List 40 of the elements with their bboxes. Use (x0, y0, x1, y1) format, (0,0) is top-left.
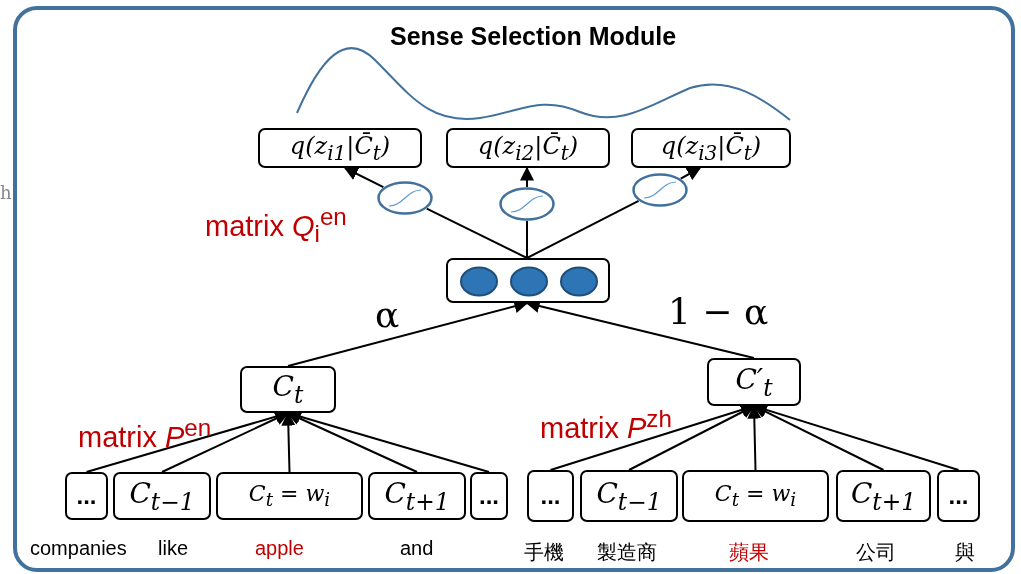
matrix-label: matrix P$^{zh}$ (540, 405, 672, 445)
probability-box: q(z$_{i2}$|C̄$_{t}$) (446, 128, 610, 168)
word-box: C$_{t+1}$ (836, 470, 931, 522)
word-box: C$_{t}$ = w$_{i}$ (216, 472, 363, 520)
context-box: C′$_{t}$ (707, 358, 801, 406)
title: Sense Selection Module (390, 22, 677, 51)
arrow (520, 166, 534, 188)
matrix-label: matrix P$^{en}$ (78, 414, 212, 454)
arrow (281, 411, 296, 473)
word-label: like (158, 537, 188, 560)
word-box: C$_{t−1}$ (113, 472, 211, 520)
word-box: ... (527, 470, 574, 522)
word-label: and (400, 537, 434, 560)
probability-box: q(z$_{i3}$|C̄$_{t}$) (631, 128, 791, 168)
word-label: 公司 (856, 539, 896, 566)
word-box: ... (470, 472, 508, 520)
arrow (628, 405, 756, 471)
word-box: C$_{t+1}$ (368, 472, 466, 520)
word-box: ... (937, 470, 980, 522)
word-label: 與 (955, 539, 975, 566)
word-box: C$_{t−1}$ (580, 470, 678, 522)
sigmoid-unit (632, 173, 688, 207)
hidden-layer (446, 258, 610, 303)
arrow (286, 411, 418, 473)
sigmoid-unit (377, 181, 433, 215)
word-label: 蘋果 (729, 539, 769, 566)
word-label: 手機 (524, 539, 564, 566)
arrow (747, 404, 762, 471)
word-box: ... (65, 472, 108, 520)
word-label: 製造商 (597, 539, 657, 566)
word-label: companies (30, 537, 127, 560)
probability-box: q(z$_{i1}$|C̄$_{t}$) (258, 128, 422, 168)
context-box: C$_{t}$ (240, 366, 336, 413)
arrow (161, 412, 290, 473)
sigmoid-unit (499, 187, 555, 221)
word-label: apple (255, 537, 304, 560)
arrow (679, 167, 702, 181)
text-fragment: h (0, 182, 12, 203)
arrow (343, 167, 385, 189)
word-box: C$_{t}$ = w$_{i}$ (682, 470, 829, 522)
